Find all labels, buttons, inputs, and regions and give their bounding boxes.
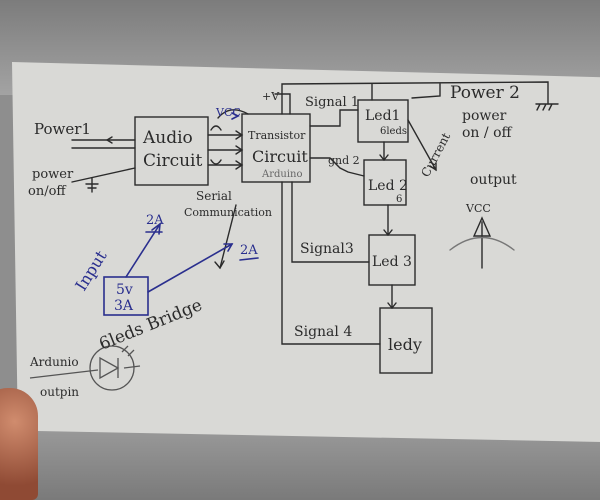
transistor-circuit-label: Circuit <box>252 147 308 166</box>
paper-sheet <box>12 62 600 442</box>
led1-sub-label: 6leds <box>380 126 407 137</box>
gnd2-wire <box>309 157 365 177</box>
led3-label: Led 3 <box>372 254 412 270</box>
power2-label: Power 2 <box>450 83 520 103</box>
connector-marks <box>210 125 222 165</box>
power-switch-left <box>71 167 136 193</box>
current-2a-right-label: 2A <box>240 243 258 258</box>
vcc-arrowhead <box>231 112 240 120</box>
audio-circuit-box <box>134 116 209 186</box>
serial-label-line2: Communication <box>184 206 272 219</box>
gnd2-label: gnd 2 <box>328 154 360 167</box>
thumb <box>0 388 38 500</box>
sixleds-bridge-label: 6leds Bridge <box>96 295 205 354</box>
signal3-label: Signal3 <box>300 241 354 257</box>
serial-label-line1: Serial <box>196 189 232 203</box>
ardunio-label: Ardunio <box>29 355 79 369</box>
serial-arrow-line <box>219 204 237 269</box>
output-vcc-arrowhead <box>472 216 492 237</box>
psu-to-transistor-line <box>147 243 233 293</box>
vplus-label: +V <box>262 90 280 103</box>
led-symbol-wires <box>29 365 141 379</box>
current-label: Current <box>418 130 453 179</box>
current-line <box>407 119 437 171</box>
psu-voltage-label: 5v <box>116 282 133 298</box>
bus-drops <box>371 83 441 101</box>
led-symbol-diode <box>99 356 120 380</box>
vcc-loop <box>217 109 249 119</box>
vplus-wire <box>274 93 291 115</box>
led-symbol-circle <box>89 345 135 391</box>
current-arrowhead <box>429 162 437 172</box>
power1-wires <box>71 139 136 149</box>
vcc-top-label: VCC <box>215 106 241 119</box>
vcc-right-label: VCC <box>465 202 491 215</box>
signal1-wire <box>309 109 359 127</box>
led4-label: ledy <box>388 335 422 354</box>
audio-to-transistor-links <box>207 134 243 166</box>
led1-label: Led1 <box>365 108 400 124</box>
output-label: output <box>470 172 517 188</box>
psu-current-label: 3A <box>114 298 134 314</box>
transistor-label: Transistor <box>248 129 306 142</box>
power1-arrow <box>105 136 113 144</box>
audio-to-transistor-arrowheads <box>235 130 244 170</box>
power-onoff-left-line1: power <box>32 167 74 182</box>
power-onoff-left-line2: on/off <box>28 184 67 199</box>
led-chain-arrowheads <box>379 154 397 310</box>
power1-label: Power1 <box>34 120 91 138</box>
current-2a-top-label: 2A <box>146 213 164 228</box>
led2-label: Led 2 <box>368 178 408 194</box>
led2-box <box>363 159 407 206</box>
ground-symbol-right <box>535 103 559 111</box>
transistor-circuit-box <box>241 113 311 183</box>
led2-sub-label: 6 <box>396 194 402 205</box>
psu-to-audio-line <box>125 223 161 278</box>
audio-circuit-label-line2: Circuit <box>143 151 202 171</box>
input-label: Input <box>71 247 111 295</box>
serial-arrowhead <box>214 260 225 270</box>
power-onoff-right-line1: power <box>462 108 507 124</box>
signal1-label: Signal 1 <box>305 95 359 110</box>
transistor-sub-label: Arduino <box>261 169 303 180</box>
signal3-wire <box>291 181 370 263</box>
psu-to-audio-arrowhead <box>151 222 161 235</box>
current-underlines <box>145 231 259 261</box>
led4-box <box>379 307 433 374</box>
power2-bus <box>281 81 549 115</box>
power-onoff-right-line2: on / off <box>462 125 512 141</box>
led-chain-wires <box>383 141 393 309</box>
signal4-wire <box>281 181 381 345</box>
signal4-label: Signal 4 <box>294 324 352 340</box>
output-scribble <box>449 236 515 251</box>
psu-to-transistor-arrowhead <box>223 243 234 252</box>
output-pin-label: outpin <box>40 385 79 399</box>
audio-circuit-label-line1: Audio <box>142 128 193 148</box>
led-symbol-light-rays <box>121 345 135 357</box>
